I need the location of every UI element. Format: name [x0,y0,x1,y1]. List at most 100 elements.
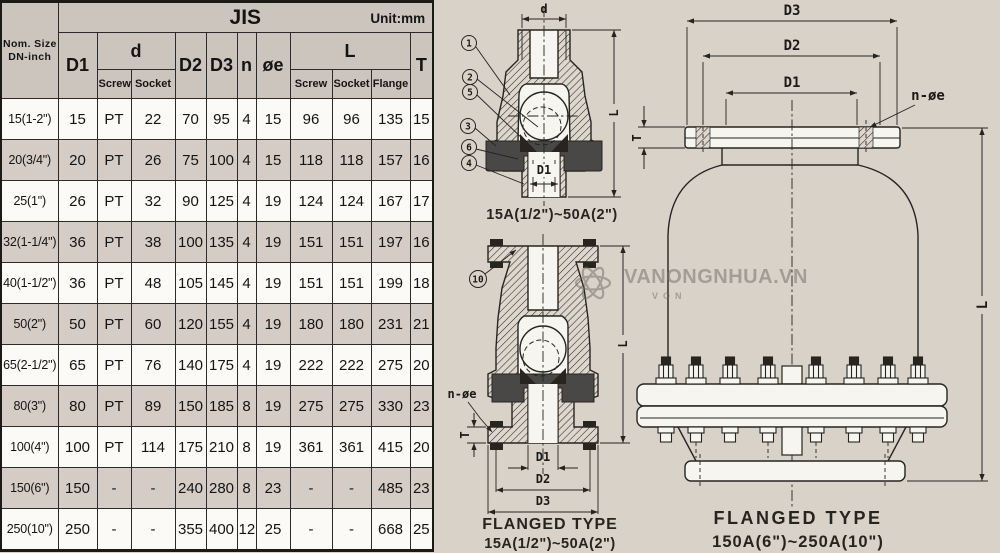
data-cell: PT [96,426,132,468]
data-cell: 19 [255,180,291,222]
data-cell: 114 [130,426,176,468]
data-cell: 20 [409,344,434,386]
row-size-cell: 65(2-1/2") [0,344,59,386]
ball-dashed [522,106,562,146]
row-size-cell: 40(1-1/2") [0,262,59,304]
data-cell: 16 [409,139,434,181]
data-cell: - [96,467,132,509]
data-cell: PT [96,221,132,263]
callout-1: 1 [461,35,511,96]
bottom-bolt-row [657,426,927,443]
ball-dashed [522,339,560,377]
data-cell: 167 [370,180,411,222]
data-cell: 151 [289,262,333,304]
data-cell: 145 [205,262,238,304]
data-cell: 250 [57,508,98,551]
data-cell: - [331,508,372,551]
data-cell: 75 [174,139,207,181]
data-cell: 100 [205,139,238,181]
data-cell: 222 [331,344,372,386]
data-cell: 12 [236,508,257,551]
svg-text:5: 5 [467,88,473,99]
data-cell: 240 [174,467,207,509]
data-cell: 19 [255,303,291,345]
callout-6: 6 [461,139,519,160]
dim-label-d2: D2 [784,38,801,54]
data-cell: 120 [174,303,207,345]
data-cell: PT [96,139,132,181]
data-cell: 19 [255,221,291,263]
svg-text:6: 6 [466,143,472,154]
data-cell: 155 [205,303,238,345]
data-cell: 4 [236,98,257,140]
row-size-cell: 150(6") [0,467,59,509]
col-header-d3: D3 [205,32,238,99]
dim-label-l: L [975,301,991,309]
data-cell: 23 [409,385,434,427]
data-cell: 140 [174,344,207,386]
data-cell: 25 [255,508,291,551]
data-cell: 76 [130,344,176,386]
data-cell: 8 [236,467,257,509]
standard-header: JIS Unit:mm [57,1,434,33]
data-cell: PT [96,180,132,222]
dim-label-t: T [458,431,472,438]
upper-plate [636,383,948,407]
data-cell: - [130,508,176,551]
top-bolt-row [655,356,929,385]
data-cell: 26 [130,139,176,181]
flanged-large-diagram: D3 D2 D1 n-øe T [630,3,991,551]
bottom-flange [684,460,906,482]
data-cell: 275 [370,344,411,386]
unit-label: Unit:mm [370,11,426,26]
row-size-cell: 50(2") [0,303,59,345]
data-cell: 25 [409,508,434,551]
data-cell: 361 [289,426,333,468]
callout-5: 5 [462,84,527,143]
dim-label-d3: D3 [536,494,550,508]
row-size-cell: 15(1-2") [0,98,59,140]
row-size-cell: 100(4") [0,426,59,468]
data-cell: 23 [409,467,434,509]
callout-10: 10 [469,249,517,288]
data-cell: 89 [130,385,176,427]
stud [490,239,503,246]
data-cell: 4 [236,139,257,181]
data-cell: 175 [174,426,207,468]
data-cell: 231 [370,303,411,345]
data-cell: 151 [331,221,372,263]
data-cell: 20 [409,426,434,468]
dim-label-d1: D1 [536,450,550,464]
data-cell: 70 [174,98,207,140]
callout-4: 4 [461,155,525,185]
data-cell: 485 [370,467,411,509]
dim-label-d2: D2 [536,472,550,486]
col-header-oe: øe [255,32,291,99]
data-cell: 38 [130,221,176,263]
data-cell: 330 [370,385,411,427]
svg-text:3: 3 [465,122,471,133]
col-header-n: n [236,32,257,99]
data-cell: 275 [289,385,333,427]
data-cell: 15 [57,98,98,140]
data-cell: 415 [370,426,411,468]
data-cell: 210 [205,426,238,468]
data-cell: 118 [331,139,372,181]
svg-text:2: 2 [467,73,473,84]
data-cell: 118 [289,139,333,181]
data-cell: 90 [174,180,207,222]
data-cell: 80 [57,385,98,427]
data-cell: 16 [409,221,434,263]
row-size-cell: 250(10") [0,508,59,551]
data-cell: 96 [331,98,372,140]
subheader-d-screw: Screw [96,69,132,99]
data-cell: 36 [57,262,98,304]
dim-label-d3: D3 [784,3,801,19]
callout-3: 3 [460,118,497,147]
flanged-large-title: FLANGED TYPE [713,508,882,528]
dimension-table: Nom. Size DN-inch JIS Unit:mm D1 d D2 D3… [0,0,435,552]
